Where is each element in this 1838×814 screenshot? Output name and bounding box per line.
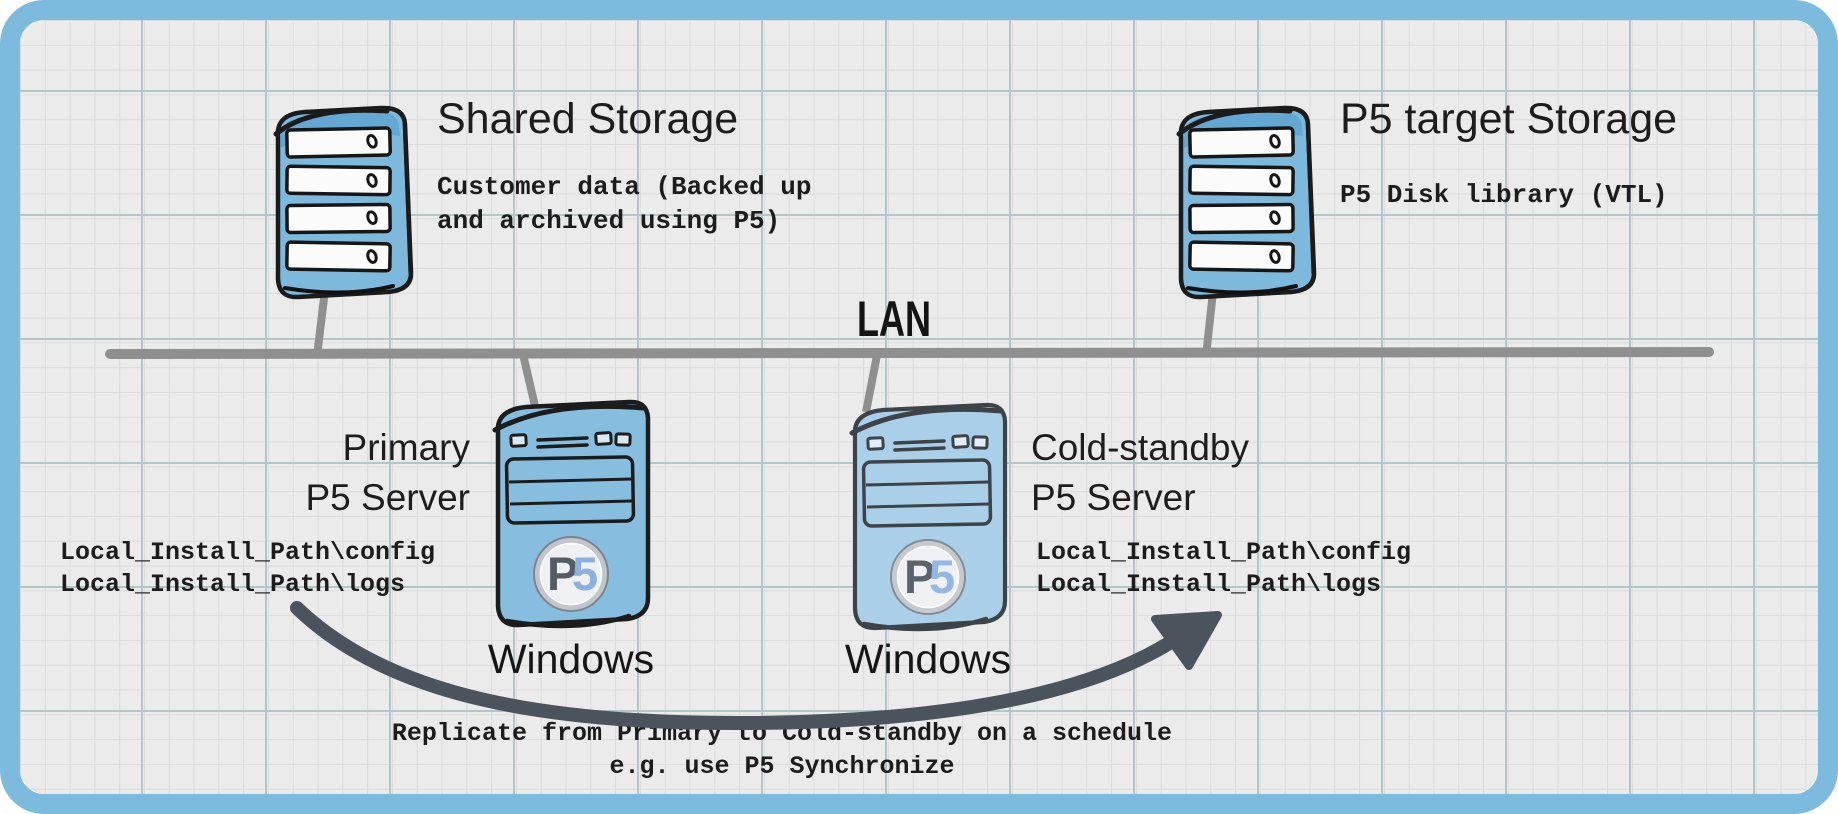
drive-bay (285, 202, 392, 235)
storage-right-edge (1305, 117, 1315, 275)
server-vent-lines (536, 436, 589, 449)
storage-top-stroke (273, 107, 390, 137)
shared-storage-desc-line2: and archived using P5) (437, 206, 781, 236)
server-front-vents (866, 434, 989, 451)
server-vent-lines (893, 439, 946, 452)
drive-bay (1188, 164, 1295, 197)
shared-storage-title: Shared Storage (437, 95, 739, 143)
replication-caption-line2: e.g. use P5 Synchronize (609, 752, 955, 781)
cold-path-config: Local_Install_Path\config (1036, 538, 1412, 567)
p5-badge-letter-p: P (904, 550, 935, 603)
drive-bay (285, 164, 392, 197)
connector-primary-server (518, 349, 539, 407)
p5-badge: P 5 (890, 539, 966, 615)
target-storage-icon (1176, 105, 1317, 300)
primary-server-icon: P 5 (492, 399, 651, 629)
replication-arrowhead (1151, 611, 1222, 670)
cold-server-os-label: Windows (844, 636, 1012, 682)
lan-bus-line (105, 347, 1714, 359)
connector-shared-storage (313, 289, 329, 357)
connector-cold-server (862, 349, 882, 413)
server-bottom-stroke (504, 613, 632, 629)
shared-storage-desc: Customer data (Backed up and archived us… (437, 170, 811, 238)
lan-label: LAN (856, 291, 931, 347)
replication-arrow-curve (290, 601, 1178, 731)
storage-bottom-stroke (283, 284, 395, 295)
server-bottom-stroke (861, 616, 989, 632)
shared-storage-desc-line1: Customer data (Backed up (437, 172, 812, 202)
cold-server-title: Cold-standby P5 Server (1031, 423, 1249, 523)
primary-path-config: Local_Install_Path\config (60, 538, 436, 567)
cold-server-icon: P 5 (849, 402, 1008, 632)
target-storage-desc: P5 Disk library (VTL) (1340, 180, 1668, 210)
drive-bay (285, 240, 392, 273)
server-drive-panel (504, 455, 636, 525)
primary-path-logs: Local_Install_Path\logs (60, 570, 406, 599)
cold-server-paths: Local_Install_Path\config Local_Install_… (1036, 537, 1411, 601)
drive-bay (285, 126, 392, 159)
cold-path-logs: Local_Install_Path\logs (1036, 570, 1382, 599)
cold-server-title-line2: P5 Server (1031, 477, 1196, 518)
primary-server-title-line1: Primary (342, 427, 470, 468)
storage-right-edge (402, 117, 412, 275)
storage-bottom-stroke (1186, 284, 1298, 295)
p5-badge: P 5 (533, 536, 609, 612)
primary-server-title-line2: P5 Server (305, 477, 470, 518)
p5-badge-digit-5: 5 (572, 547, 598, 600)
server-top-stroke (849, 406, 1004, 436)
primary-server-paths: Local_Install_Path\config Local_Install_… (60, 537, 435, 601)
server-drive-panel (861, 458, 993, 528)
storage-top-stroke (1176, 107, 1293, 137)
primary-server-title: Primary P5 Server (170, 423, 470, 523)
primary-server-os-label: Windows (487, 636, 655, 682)
server-front-vents (509, 431, 632, 448)
drive-bay (1188, 126, 1295, 159)
connector-target-storage (1202, 291, 1217, 357)
server-top-stroke (492, 403, 647, 433)
target-storage-title: P5 target Storage (1340, 95, 1678, 143)
drive-bay (1188, 240, 1295, 273)
p5-badge-letter-p: P (547, 547, 578, 600)
shared-storage-icon (273, 105, 414, 300)
drive-bay (1188, 202, 1295, 235)
p5-badge-digit-5: 5 (929, 550, 955, 603)
cold-server-title-line1: Cold-standby (1031, 427, 1250, 468)
